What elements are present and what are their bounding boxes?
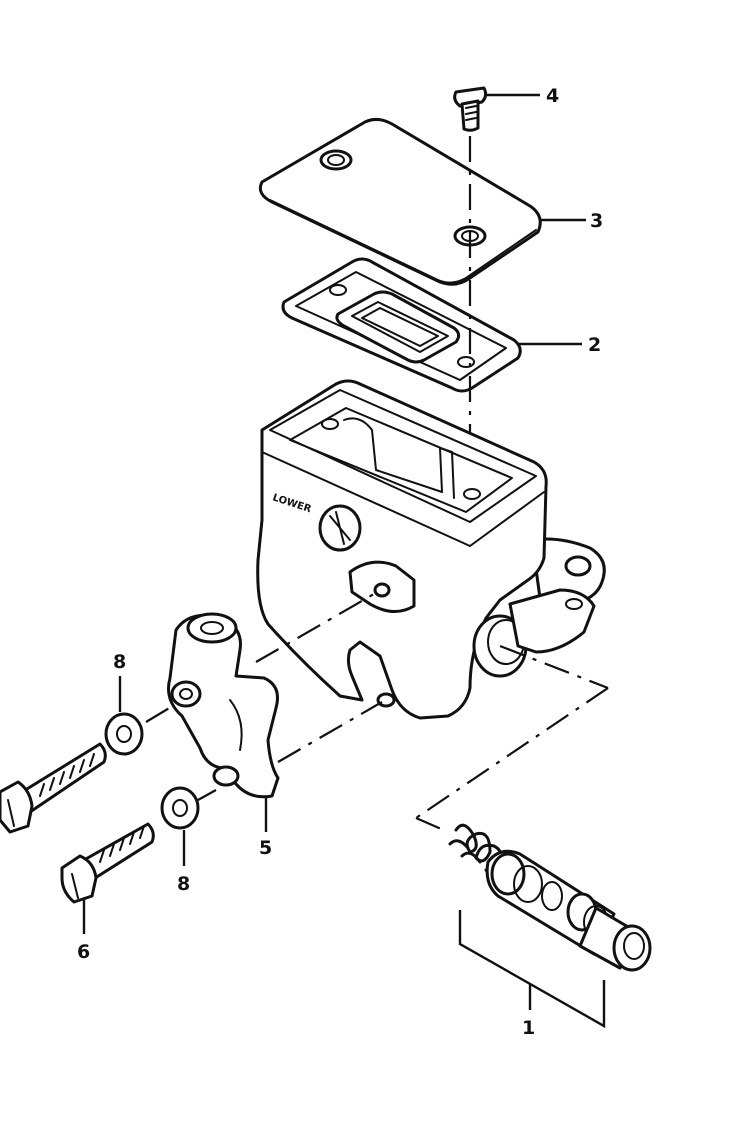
part-1-piston-assembly xyxy=(448,823,652,972)
bracket-1 xyxy=(458,910,606,1029)
callout-3: 3 xyxy=(590,210,603,232)
callout-8-upper: 8 xyxy=(113,651,126,673)
callout-4: 4 xyxy=(546,85,559,107)
callout-6: 6 xyxy=(77,941,90,963)
callout-2: 2 xyxy=(588,334,601,356)
part-6-bolt xyxy=(60,822,155,904)
part-4-screw xyxy=(453,86,488,132)
lower-bolt-axis-line xyxy=(277,701,383,763)
master-cylinder-body: LOWER xyxy=(256,379,606,720)
long-bolt xyxy=(0,742,107,834)
lower-washer-line xyxy=(197,789,217,801)
part-8-washer-lower xyxy=(160,786,200,830)
upper-bolt-axis-line xyxy=(255,593,375,663)
callout-8-lower: 8 xyxy=(177,873,190,895)
piston-axis-line xyxy=(499,644,609,690)
piston-axis-line-2 xyxy=(415,687,609,819)
part-8-washer-upper xyxy=(104,712,144,756)
upper-washer-line xyxy=(145,703,177,723)
part-3-cap xyxy=(258,117,542,286)
part-2-diaphragm xyxy=(281,257,522,393)
part-5-clamp xyxy=(167,612,280,799)
callout-5: 5 xyxy=(259,837,272,859)
callout-1: 1 xyxy=(522,1017,535,1039)
piston-axis-line-3 xyxy=(415,816,449,834)
